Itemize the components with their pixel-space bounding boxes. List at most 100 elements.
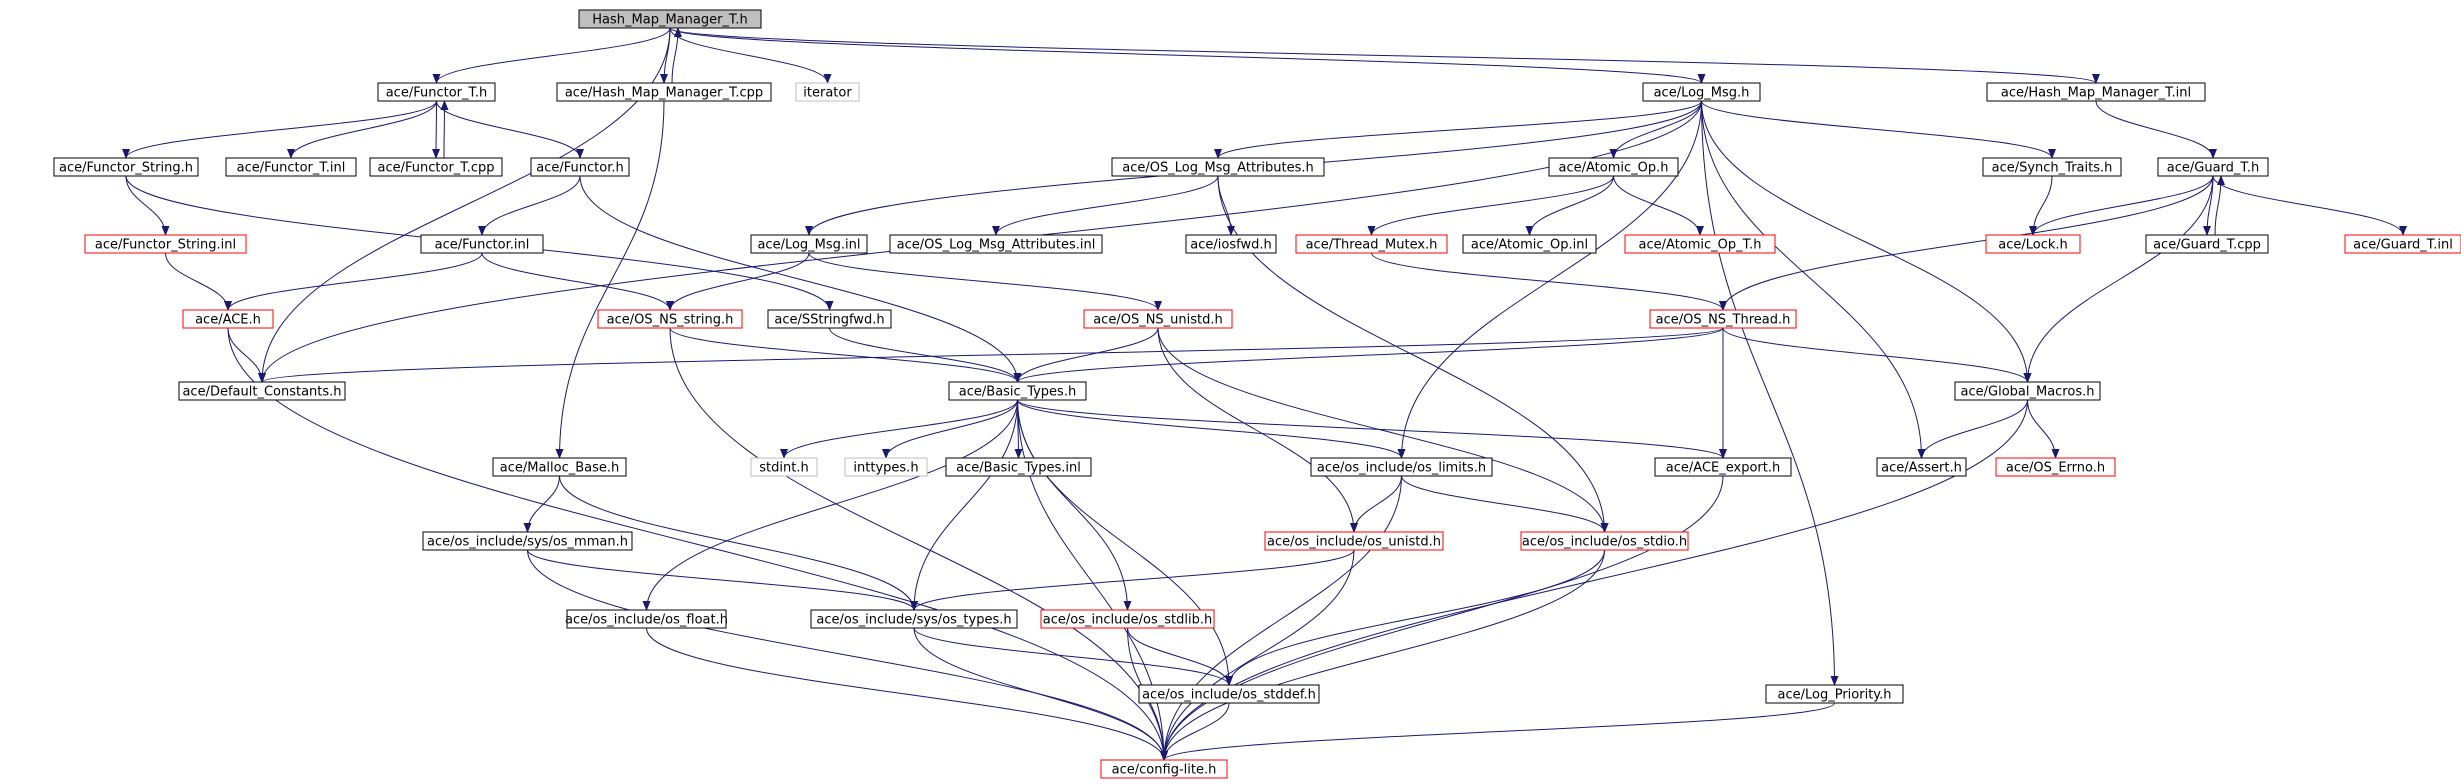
node-box bbox=[2344, 234, 2461, 254]
node-label: ace/OS_Log_Msg_Attributes.h bbox=[1122, 161, 1313, 176]
graph-node[interactable]: ace/Log_Msg.h bbox=[1642, 82, 1761, 102]
node-label: ace/Guard_T.h bbox=[2167, 161, 2259, 176]
node-box bbox=[178, 381, 346, 401]
node-box bbox=[1138, 684, 1320, 704]
edge-n26-n31 bbox=[669, 327, 1022, 383]
node-box bbox=[369, 157, 503, 177]
node-label: ace/Guard_T.cpp bbox=[2153, 238, 2261, 253]
edge-n1-n8 bbox=[432, 100, 441, 159]
node-label: ace/os_include/os_float.h bbox=[565, 613, 728, 628]
edge-n31-n45 bbox=[910, 399, 1018, 611]
graph-node[interactable]: ace/Guard_T.inl bbox=[2344, 234, 2461, 254]
edge-n0-n30 bbox=[258, 27, 671, 383]
edge-n33-n45 bbox=[559, 475, 918, 611]
graph-node[interactable]: ace/os_include/os_stddef.h bbox=[1138, 684, 1320, 704]
graph-node[interactable]: ace/Atomic_Op_T.h bbox=[1624, 234, 1776, 254]
graph-node[interactable]: ace/Synch_Traits.h bbox=[1982, 157, 2122, 177]
node-box bbox=[420, 234, 544, 254]
edge-n29-n31 bbox=[1013, 327, 1724, 383]
edge-n2-n33 bbox=[555, 100, 665, 459]
graph-node[interactable]: ace/os_include/sys/os_types.h bbox=[810, 609, 1018, 629]
edge-n38-n49 bbox=[1160, 475, 1724, 761]
node-label: ace/Functor_String.h bbox=[59, 161, 193, 176]
graph-node[interactable]: ace/OS_NS_Thread.h bbox=[1649, 309, 1797, 329]
node-label: ace/os_include/sys/os_types.h bbox=[816, 613, 1011, 628]
edge-n19-n29 bbox=[1371, 252, 1727, 311]
graph-node[interactable]: ace/OS_NS_string.h bbox=[597, 309, 743, 329]
graph-node[interactable]: Hash_Map_Manager_T.h bbox=[578, 9, 762, 29]
graph-node[interactable]: ace/os_include/os_stdio.h bbox=[1520, 531, 1689, 551]
edge-n16-n26 bbox=[666, 252, 810, 311]
node-label: ace/Thread_Mutex.h bbox=[1306, 238, 1438, 253]
edge-n0-n3 bbox=[669, 27, 832, 84]
graph-node[interactable]: ace/ACE.h bbox=[182, 309, 274, 329]
node-box bbox=[1654, 457, 1792, 477]
node-box bbox=[566, 609, 727, 629]
graph-node[interactable]: ace/Log_Msg.inl bbox=[750, 234, 868, 254]
graph-node[interactable]: ace/ACE_export.h bbox=[1654, 457, 1792, 477]
graph-node[interactable]: ace/Functor.h bbox=[530, 157, 630, 177]
edge-n1-n6 bbox=[122, 100, 437, 159]
graph-node[interactable]: ace/Global_Macros.h bbox=[1954, 381, 2101, 401]
graph-node[interactable]: ace/Functor_String.h bbox=[53, 157, 199, 177]
edge-n4-n37 bbox=[1397, 100, 1702, 459]
graph-node[interactable]: ace/Functor_T.cpp bbox=[369, 157, 503, 177]
graph-node[interactable]: ace/Guard_T.h bbox=[2157, 157, 2269, 177]
graph-node[interactable]: ace/os_include/sys/os_mman.h bbox=[422, 531, 633, 551]
graph-node[interactable]: ace/Hash_Map_Manager_T.inl bbox=[1986, 82, 2206, 102]
edge-n43-n49 bbox=[1160, 549, 1605, 761]
node-label: ace/Basic_Types.h bbox=[959, 385, 1076, 400]
graph-node[interactable]: ace/Thread_Mutex.h bbox=[1295, 234, 1448, 254]
node-box bbox=[1520, 531, 1689, 551]
node-label: ace/os_include/os_stdlib.h bbox=[1043, 613, 1212, 628]
graph-node[interactable]: ace/OS_Log_Msg_Attributes.h bbox=[1111, 157, 1325, 177]
edge-n27-n31 bbox=[829, 327, 1022, 383]
graph-node[interactable]: ace/OS_Errno.h bbox=[1995, 457, 2116, 477]
graph-node[interactable]: ace/Functor_T.inl bbox=[225, 157, 357, 177]
node-label: ace/Functor_T.inl bbox=[237, 161, 346, 176]
graph-node[interactable]: ace/Atomic_Op.inl bbox=[1462, 234, 1597, 254]
edge-n0-n5 bbox=[669, 27, 2100, 84]
graph-node[interactable]: ace/Hash_Map_Manager_T.cpp bbox=[556, 82, 772, 102]
edge-n9-n15 bbox=[478, 175, 581, 236]
graph-node[interactable]: ace/OS_Log_Msg_Attributes.inl bbox=[889, 234, 1103, 254]
edge-n37-n43 bbox=[1401, 475, 1609, 533]
graph-node[interactable]: ace/os_include/os_stdlib.h bbox=[1040, 609, 1215, 629]
edge-n45-n47 bbox=[913, 627, 1233, 686]
edge-n31-n44 bbox=[642, 399, 1018, 611]
graph-node[interactable]: ace/Assert.h bbox=[1876, 457, 1967, 477]
graph-node[interactable]: ace/iosfwd.h bbox=[1185, 234, 1277, 254]
graph-node[interactable]: ace/OS_NS_unistd.h bbox=[1083, 309, 1233, 329]
node-label: ace/Hash_Map_Manager_T.inl bbox=[2001, 86, 2191, 101]
node-label: ace/os_include/sys/os_mman.h bbox=[427, 535, 628, 550]
graph-node[interactable]: ace/Lock.h bbox=[1985, 234, 2081, 254]
graph-node[interactable]: ace/os_include/os_unistd.h bbox=[1264, 531, 1444, 551]
graph-node[interactable]: ace/Functor.inl bbox=[420, 234, 544, 254]
node-box bbox=[795, 82, 860, 102]
edge-n13-n22 bbox=[2029, 175, 2214, 236]
edge-n13-n32 bbox=[2023, 175, 2214, 383]
graph-node[interactable]: ace/config-lite.h bbox=[1100, 759, 1228, 779]
graph-node[interactable]: ace/Malloc_Base.h bbox=[492, 457, 627, 477]
edge-n37-n42 bbox=[1350, 475, 1402, 533]
node-label: ace/Atomic_Op.inl bbox=[1471, 238, 1588, 253]
edge-n5-n13 bbox=[2095, 100, 2217, 159]
node-box bbox=[1111, 157, 1325, 177]
graph-node[interactable]: ace/Basic_Types.inl bbox=[945, 457, 1092, 477]
graph-node[interactable]: ace/os_include/os_float.h bbox=[565, 609, 728, 629]
node-label: ace/OS_NS_string.h bbox=[607, 313, 734, 328]
node-box bbox=[1100, 759, 1228, 779]
graph-node[interactable]: ace/Functor_String.inl bbox=[84, 234, 247, 254]
graph-node[interactable]: ace/Guard_T.cpp bbox=[2145, 234, 2269, 254]
graph-node[interactable]: ace/Atomic_Op.h bbox=[1548, 157, 1679, 177]
graph-node[interactable]: ace/Default_Constants.h bbox=[178, 381, 346, 401]
graph-node[interactable]: ace/SStringfwd.h bbox=[767, 309, 892, 329]
edge-n11-n20 bbox=[1525, 175, 1614, 236]
graph-node[interactable]: ace/Basic_Types.h bbox=[948, 381, 1087, 401]
graph-node[interactable]: ace/Log_Priority.h bbox=[1765, 684, 1904, 704]
node-label: ace/os_include/os_stdio.h bbox=[1522, 535, 1687, 550]
edge-n32-n49 bbox=[1160, 399, 2028, 761]
graph-node[interactable]: ace/os_include/os_limits.h bbox=[1310, 457, 1493, 477]
node-box bbox=[810, 609, 1018, 629]
graph-node[interactable]: ace/Functor_T.h bbox=[377, 82, 496, 102]
